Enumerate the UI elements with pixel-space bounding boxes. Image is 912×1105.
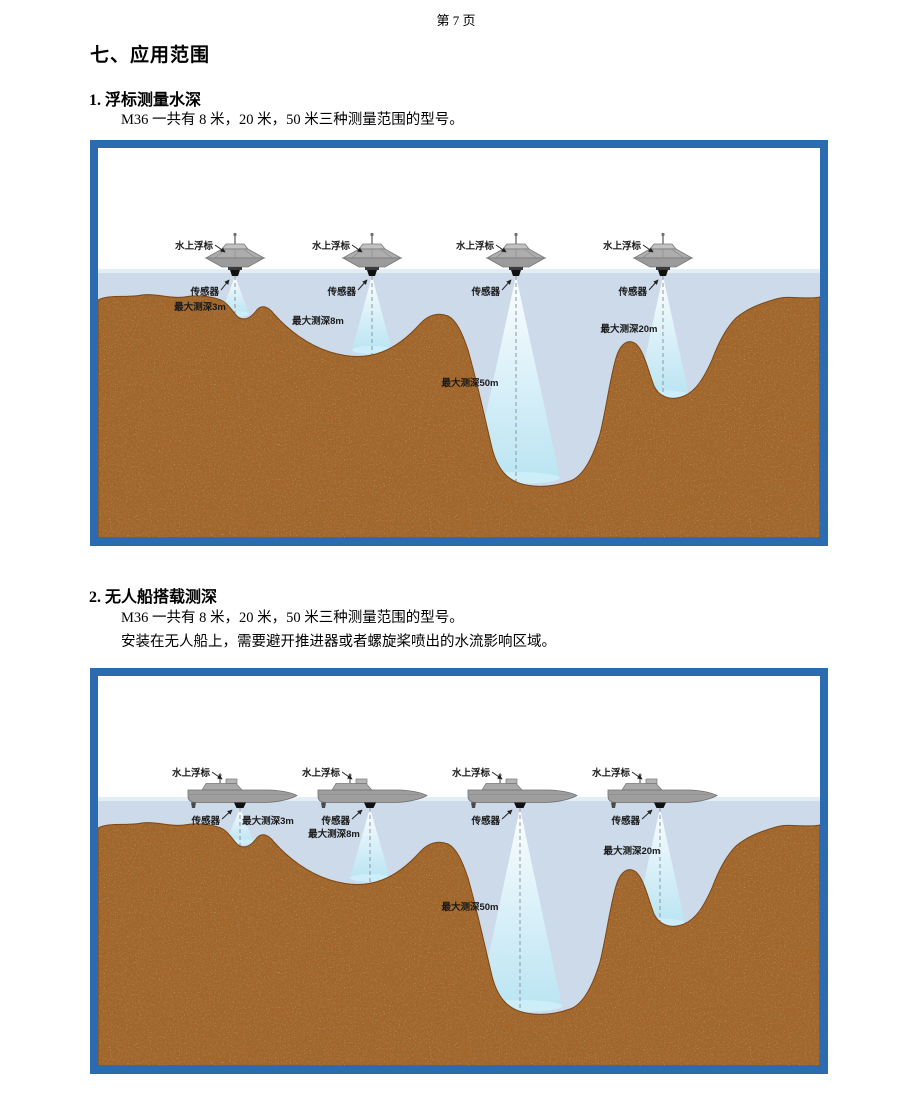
water-surface [98, 269, 820, 273]
buoy-label: 水上浮标 [175, 240, 214, 252]
figure-usv-sounding: 水上浮标 传感器 最大测深3m 水上浮标 传感器 最大测深8m 水上浮标 传感器… [90, 668, 828, 1074]
water-surface [98, 797, 820, 801]
buoy-label: 水上浮标 [312, 240, 351, 252]
buoy-label: 水上浮标 [592, 767, 631, 779]
subsection-2-line-1: M36 一共有 8 米，20 米，50 米三种测量范围的型号。 [121, 610, 464, 626]
sensor-label: 传感器 [470, 815, 500, 827]
sensor-label: 传感器 [320, 815, 350, 827]
label-arrow [214, 244, 226, 253]
depth-label: 最大测深50m [441, 377, 498, 389]
label-arrow [501, 279, 512, 291]
figure2-labels: 水上浮标 传感器 最大测深3m 水上浮标 传感器 最大测深8m 水上浮标 传感器… [172, 767, 661, 913]
label-arrow [642, 244, 654, 253]
subsection-2-heading: 2. 无人船搭载测深 [89, 589, 218, 606]
buoy-label: 水上浮标 [603, 240, 642, 252]
label-arrow [641, 809, 653, 820]
sensor-label: 传感器 [190, 815, 220, 827]
buoy-label: 水上浮标 [172, 767, 211, 779]
sensor-label: 传感器 [470, 286, 500, 298]
depth-label: 最大测深8m [292, 315, 344, 327]
label-arrow [351, 809, 363, 820]
section-title: 七、应用范围 [90, 45, 211, 66]
sensor-label: 传感器 [189, 286, 219, 298]
sensor-label: 传感器 [610, 815, 640, 827]
label-arrow [631, 771, 643, 780]
depth-label: 最大测深50m [441, 901, 498, 913]
buoy-label: 水上浮标 [456, 240, 495, 252]
subsection-1-line-1: M36 一共有 8 米，20 米，50 米三种测量范围的型号。 [121, 112, 464, 128]
figure1-labels: 水上浮标 传感器 最大测深3m 水上浮标 传感器 最大测深8m 水上浮标 传感器… [174, 240, 659, 389]
label-arrow [357, 279, 368, 291]
subsection-1-heading: 1. 浮标测量水深 [89, 92, 202, 109]
buoy-label: 水上浮标 [452, 767, 491, 779]
depth-label: 最大测深20m [600, 323, 657, 335]
page-number: 第 7 页 [436, 13, 476, 28]
sensor-label: 传感器 [617, 286, 647, 298]
sensor-label: 传感器 [326, 286, 356, 298]
label-arrow [351, 244, 363, 253]
label-arrow [211, 771, 223, 780]
label-arrow [501, 809, 513, 820]
sonar-beams [221, 276, 689, 484]
label-arrow [491, 771, 503, 780]
label-arrow [341, 771, 353, 780]
depth-label: 最大测深3m [242, 815, 294, 827]
label-arrow [495, 244, 507, 253]
label-arrow [220, 279, 230, 291]
depth-label: 最大测深8m [308, 828, 360, 840]
figure-buoy-sounding: 水上浮标 传感器 最大测深3m 水上浮标 传感器 最大测深8m 水上浮标 传感器… [90, 140, 828, 546]
subsection-2-line-2: 安装在无人船上，需要避开推进器或者螺旋桨喷出的水流影响区域。 [121, 634, 556, 650]
label-arrow [648, 279, 659, 291]
depth-label: 最大测深3m [174, 301, 226, 313]
label-arrow [221, 809, 233, 820]
buoy-label: 水上浮标 [302, 767, 341, 779]
sonar-beam-8m [350, 808, 390, 883]
depth-label: 最大测深20m [603, 845, 660, 857]
